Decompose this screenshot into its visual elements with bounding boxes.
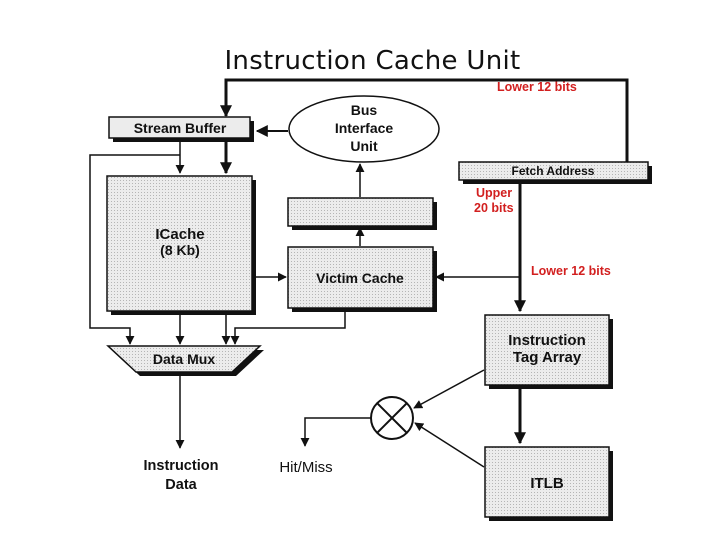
upper-20-bits-label-line1: Upper [476, 186, 512, 200]
slide-title: Instruction Cache Unit [224, 46, 521, 76]
bus-interface-unit-block: Bus Interface Unit [288, 95, 440, 163]
stream-buffer-block: Stream Buffer [108, 116, 254, 142]
instruction-tag-array-block: Instruction Tag Array [484, 314, 613, 389]
itlb-block: ITLB [484, 446, 613, 521]
itlb-to-comparator-wire [414, 422, 485, 468]
comparator-icon [370, 396, 414, 440]
comparator-to-hitmiss-wire [300, 417, 372, 447]
fetch-address-block: Fetch Address [458, 161, 652, 184]
biu-label-line2: Interface [335, 120, 394, 136]
victim-cache-label: Victim Cache [316, 270, 404, 286]
biu-label-line3: Unit [350, 138, 378, 154]
tag-array-label-line2: Tag Array [513, 349, 582, 366]
itlb-label: ITLB [530, 475, 563, 492]
tag-array-to-comparator-wire [413, 369, 485, 409]
data-mux-block: Data Mux [106, 345, 264, 376]
instruction-data-label-line1: Instruction [144, 458, 219, 474]
fetch-address-label: Fetch Address [512, 164, 595, 178]
data-mux-label: Data Mux [153, 351, 215, 367]
lower-12-bits-right-label: Lower 12 bits [531, 264, 611, 278]
stream-buffer-label: Stream Buffer [134, 120, 227, 136]
lower-12-bits-top-wire [220, 78, 629, 168]
tag-array-label-line1: Instruction [508, 332, 586, 349]
victim-to-mux-wire [230, 310, 346, 345]
biu-label-line1: Bus [351, 102, 378, 118]
lower-12-bits-top-label: Lower 12 bits [497, 80, 577, 94]
victim-cache-block: Victim Cache [287, 246, 437, 312]
icache-block: ICache (8 Kb) [106, 175, 256, 315]
icache-size-label: (8 Kb) [160, 242, 200, 258]
instruction-data-label-line2: Data [165, 477, 197, 493]
upper-20-bits-label-line2: 20 bits [474, 201, 514, 215]
victim-buffer-block [287, 197, 437, 230]
stream-buffer-bypass-wire [89, 154, 180, 345]
icache-label: ICache [155, 226, 204, 243]
hit-miss-label: Hit/Miss [279, 459, 332, 476]
